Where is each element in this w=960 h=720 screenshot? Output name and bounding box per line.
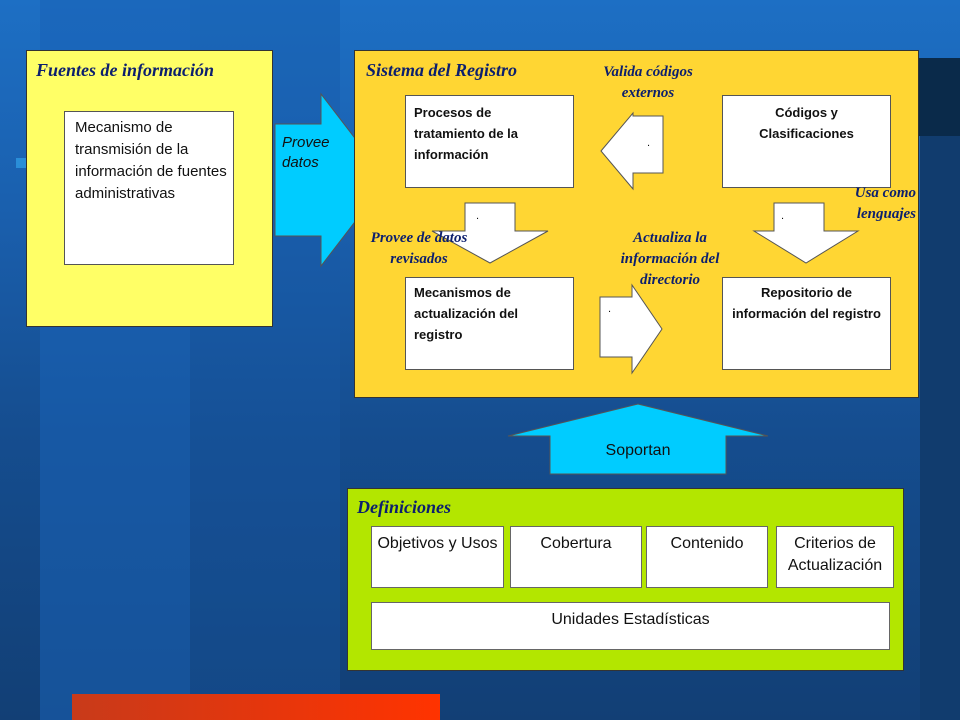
sources-mechanism-text: Mecanismo de transmisión de la informaci…	[75, 119, 227, 202]
valida-arrow-dot: .	[647, 137, 651, 149]
provee-revisados-label: Provee de datos revisados	[370, 230, 468, 267]
soportan-label: Soportan	[605, 442, 671, 459]
definition-item-objetivos: Objetivos y Usos	[371, 526, 504, 588]
mecanismos-box: Mecanismos de actualización del registro	[405, 277, 574, 370]
sources-panel-title: Fuentes de información	[36, 60, 215, 80]
bullet-marker	[16, 158, 26, 168]
usa-arrow	[752, 202, 860, 264]
definition-item-contenido: Contenido	[646, 526, 768, 588]
provee-datos-label: Provee datos	[282, 134, 330, 171]
actualiza-arrow	[599, 283, 663, 375]
soportan-arrow	[507, 403, 769, 475]
definition-item-criterios: Criterios de Actualización	[776, 526, 894, 588]
provee-revisados-arrow-dot: .	[476, 210, 480, 222]
actualiza-arrow-dot: .	[608, 303, 612, 315]
definition-units: Unidades Estadísticas	[371, 602, 890, 650]
footer-red-bar	[72, 694, 440, 720]
codigos-text: Códigos y Clasificaciones	[759, 105, 854, 141]
provee-revisados-arrow	[431, 202, 549, 264]
codigos-box: Códigos y Clasificaciones	[722, 95, 891, 188]
sources-mechanism-box: Mecanismo de transmisión de la informaci…	[64, 111, 234, 265]
valida-label: Valida códigos externos	[603, 64, 693, 101]
registry-panel-title: Sistema del Registro	[366, 60, 518, 80]
definition-item-cobertura: Cobertura	[510, 526, 642, 588]
actualiza-label: Actualiza la información del directorio	[620, 230, 720, 288]
background-dark-strip	[920, 136, 960, 720]
repositorio-box: Repositorio de información del registro	[722, 277, 891, 370]
usa-label: Usa como lenguajes	[854, 185, 916, 222]
repositorio-text: Repositorio de información del registro	[732, 285, 881, 321]
procesos-text: Procesos de tratamiento de la informació…	[414, 105, 519, 162]
valida-arrow	[600, 111, 664, 191]
procesos-box: Procesos de tratamiento de la informació…	[405, 95, 574, 188]
usa-arrow-dot: .	[781, 210, 785, 222]
mecanismos-text: Mecanismos de actualización del registro	[414, 285, 519, 342]
definitions-panel-title: Definiciones	[357, 497, 451, 517]
